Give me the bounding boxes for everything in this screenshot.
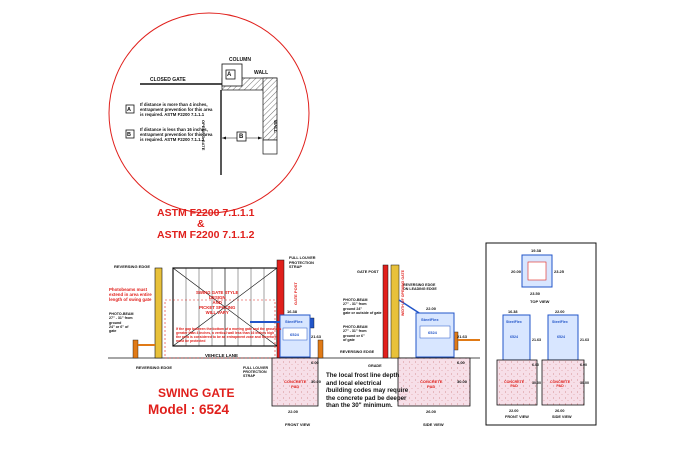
side-dim-gap: 6.00 [457, 360, 465, 365]
specs-box [485, 242, 597, 426]
closed-gate-label: CLOSED GATE [150, 77, 186, 83]
front-dim-bottom: 22.00 [288, 409, 299, 414]
marker-b-box [236, 131, 247, 142]
box-front-dim-h: 21.63 [532, 338, 541, 342]
gate-post-label: GATE POST [293, 282, 298, 305]
box-front-caption: FRONT VIEW [505, 415, 529, 419]
reversing-edge-bottom: REVERSING EDGE [136, 365, 173, 370]
photobeam-post-left [132, 339, 139, 359]
swing-gate-title: SWING GATE [158, 386, 235, 400]
side-pad: CONCRETE PAD [420, 379, 443, 389]
box-side-dim-depth: 30.00 [580, 381, 589, 385]
photobeam-must: Photobeams must extend in area entire le… [109, 287, 152, 303]
side-dim-depth: 30.00 [457, 379, 468, 384]
astm-line-2: ASTM F2200 7.1.1.2 [157, 229, 255, 241]
box-side-dim-top: 22.00 [555, 310, 565, 314]
astm-line-1: ASTM F2200 7.1.1.1 [157, 207, 255, 219]
reversing-edge-right: REVERSING EDGE ON LEADING EDGE [403, 283, 437, 292]
full-louver: FULL LOUVER PROTECTION STRAP [289, 256, 316, 269]
box-side-dim-bottom: 26.00 [555, 409, 565, 413]
box-bottom-dim: 23.50 [530, 291, 541, 296]
photobeam-right-2: PHOTO-BEAM 27" - 31" from ground or 6" o… [343, 325, 368, 342]
side-view-operator [397, 312, 471, 407]
front-pad: CONCRETE PAD [284, 379, 307, 389]
box-side-brand: SteelFlex [552, 320, 568, 324]
box-side-dim-gap: 6.00 [580, 363, 587, 367]
astm-amp: & [197, 218, 205, 230]
detail-circle [108, 12, 310, 214]
side-dim-h: 21.63 [457, 334, 468, 339]
box-top-caption: TOP VIEW [530, 299, 550, 304]
right-gate-post [382, 264, 389, 359]
front-dim-gap: 6.00 [311, 360, 319, 365]
column-label: COLUMN [229, 57, 251, 63]
box-side-pad: CONCRETE PAD [550, 380, 571, 389]
side-dim-top: 22.00 [426, 306, 437, 311]
marker-a-box [225, 69, 236, 80]
box-front-dim-gap: 6.00 [532, 363, 539, 367]
front-view-operator [271, 314, 319, 407]
front-dim-depth: 30.00 [311, 379, 322, 384]
swing-style-note: SWING GATE STYLE DESIGN AND PICKET SPACI… [196, 290, 239, 316]
box-right-dim: 23.25 [554, 269, 565, 274]
wall-side-label: WALL [273, 120, 278, 133]
side-caption: SIDE VIEW [423, 422, 444, 427]
reversing-edge-mid: REVERSING EDGE [340, 350, 375, 354]
front-caption: FRONT VIEW [285, 422, 311, 427]
box-side-model: 6524 [557, 335, 565, 339]
marker-b-legend: B [127, 132, 131, 138]
wall-top-label: WALL [254, 70, 269, 76]
front-model: 6524 [290, 332, 299, 337]
marker-a-legend: A [127, 107, 131, 113]
note-a: If distance is more than 4 inches,entrap… [140, 102, 213, 118]
photobeam-right: PHOTO-BEAM 27" - 31" from ground 24" gat… [343, 298, 382, 315]
gate-post-width: WIDTH OF OPENING GATE [401, 269, 405, 316]
note-b: If distance is less than 16 inches,entra… [140, 127, 213, 143]
entrapment-note: If the gap between the bottom of a movin… [176, 327, 282, 344]
box-front-pad: CONCRETE PAD [504, 380, 525, 389]
box-front-dim-bottom: 22.00 [509, 409, 519, 413]
left-post [154, 267, 163, 359]
vehicle-lane: VEHICLE LANE [205, 353, 239, 358]
side-model: 6524 [428, 330, 437, 335]
marker-a: A [227, 72, 232, 78]
box-front-dim-depth: 30.00 [532, 381, 541, 385]
model-title: Model : 6524 [148, 402, 230, 417]
grade-label: GRADE [368, 364, 382, 368]
side-dim-bottom: 26.00 [426, 409, 437, 414]
side-brand: SteelFlex [421, 317, 439, 322]
front-dim-h: 21.63 [311, 334, 322, 339]
gate-post-right: GATE POST [357, 270, 379, 274]
opening-gate-label: OPENING GATE [201, 120, 206, 151]
reversing-edge-top: REVERSING EDGE [114, 264, 151, 269]
louver-bottom: FULL LOUVER PROTECTION STRAP [243, 366, 269, 379]
box-front-brand: SteelFlex [506, 320, 522, 324]
box-front-dim-top: 16.38 [508, 310, 518, 314]
front-brand: SteelFlex [285, 319, 303, 324]
photobeam-post-right [317, 339, 324, 359]
photobeam-left: PHOTO-BEAM 27" - 31" from ground 24" or … [109, 312, 134, 334]
box-side-caption: SIDE VIEW [552, 415, 572, 419]
box-front-model: 6524 [510, 335, 518, 339]
marker-b: B [239, 134, 244, 140]
box-top-dim: 19.38 [531, 248, 542, 253]
box-left-dim: 20.00 [511, 269, 522, 274]
front-dim-top: 16.38 [287, 309, 298, 314]
box-side-dim-h: 21.63 [580, 338, 589, 342]
